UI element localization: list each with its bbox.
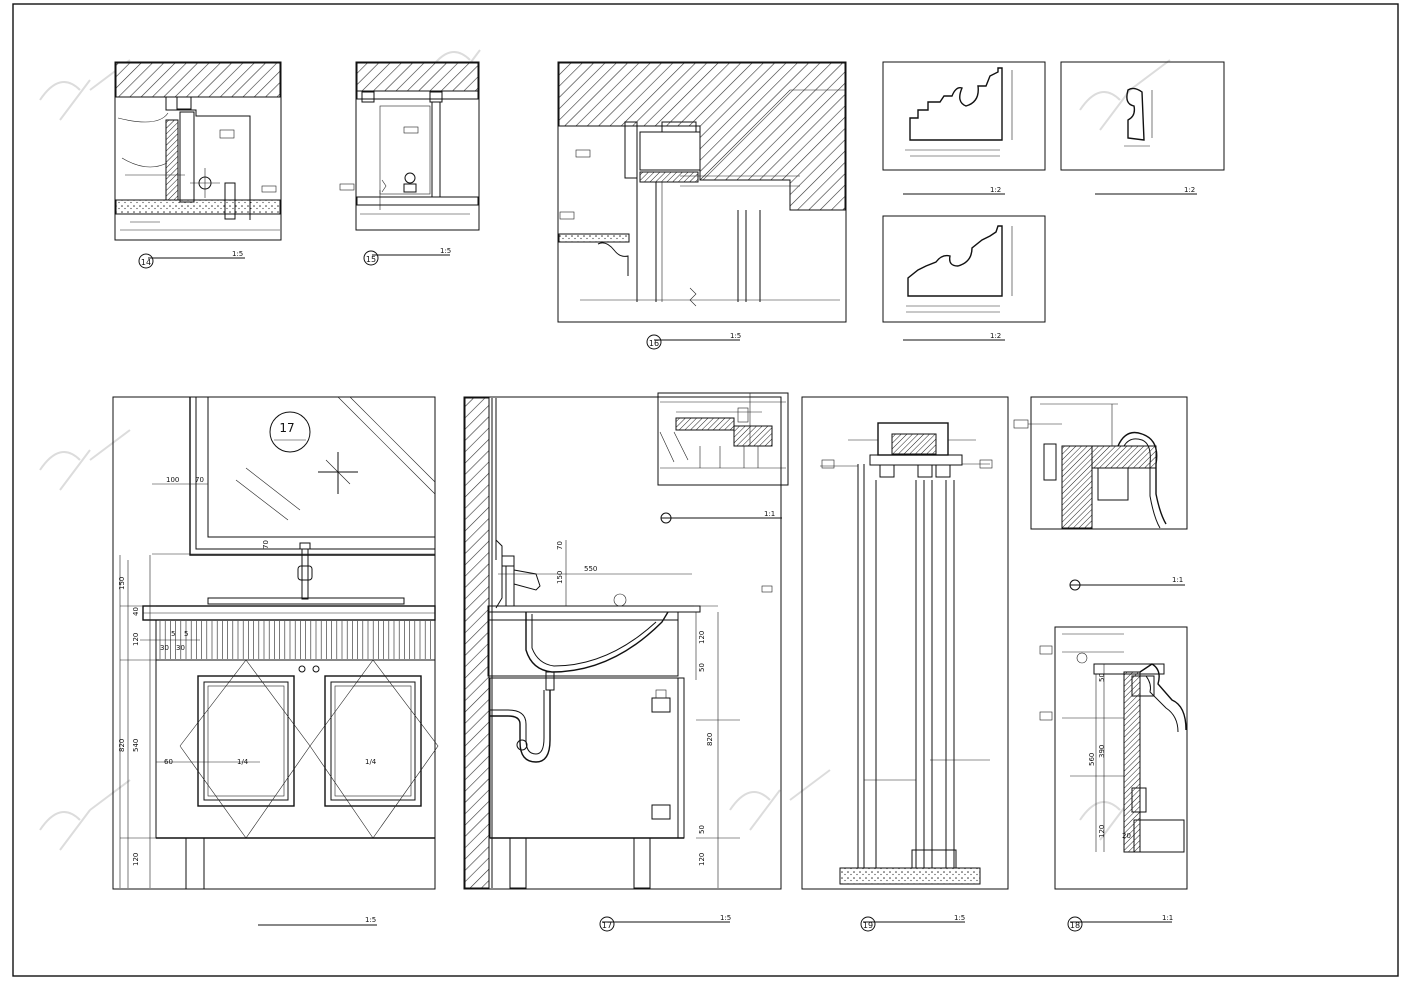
sheet-border <box>12 3 1399 977</box>
dim-30-b: 30 <box>176 644 185 652</box>
detail-16 <box>557 61 847 323</box>
view-number-14: 14 <box>141 258 151 267</box>
view-scale-15: 1:5 <box>440 247 451 255</box>
detail-15 <box>339 61 480 231</box>
vanity-section-17 <box>463 396 782 890</box>
moulding-3-scale: 1:2 <box>1184 186 1195 194</box>
view-bubble-17 <box>269 411 311 453</box>
dim-quarter-a: 1/4 <box>237 758 249 766</box>
dim-550: 550 <box>584 565 597 573</box>
dim-50-s18: 50 <box>1098 673 1106 682</box>
view-number-19: 19 <box>863 921 873 930</box>
dim-20-s18: 20 <box>1122 832 1131 840</box>
dim-60: 60 <box>164 758 173 766</box>
moulding-detail-1 <box>882 61 1046 171</box>
moulding-detail-2 <box>882 215 1046 323</box>
dim-5-b: 5 <box>184 630 188 638</box>
dim-40: 40 <box>132 607 140 616</box>
dim-120-top: 120 <box>132 633 140 646</box>
view-bubble-14 <box>138 253 154 269</box>
dim-100: 100 <box>166 476 179 484</box>
counter-top-edge-detail <box>1013 396 1188 530</box>
sliding-door-detail-19 <box>801 396 1009 890</box>
view-scale-14: 1:5 <box>232 250 243 258</box>
watermark-graphic <box>39 49 1171 851</box>
moulding-detail-3 <box>1060 61 1225 171</box>
section-18-dimensions: 50 390 560 120 20 <box>1088 673 1131 840</box>
view-number-18: 18 <box>1070 921 1080 930</box>
top-detail-scale: 1:1 <box>1172 576 1183 584</box>
counter-edge-detail <box>657 392 789 486</box>
view-number-16: 16 <box>649 339 659 348</box>
dim-50-section-top: 50 <box>698 663 706 672</box>
bubble-17-label: 17 <box>279 421 294 435</box>
view-bubble-15 <box>363 250 379 266</box>
dim-540: 540 <box>132 739 140 752</box>
basin-section-18 <box>1039 626 1188 890</box>
view-bubble-topd <box>1069 579 1081 591</box>
dim-390-s18: 390 <box>1098 745 1106 758</box>
view-bubble-cd <box>660 512 672 524</box>
vanity-elevation: 17 <box>112 396 439 890</box>
moulding-2-scale: 1:2 <box>990 332 1001 340</box>
view-scale-19: 1:5 <box>954 914 965 922</box>
detail-14 <box>114 61 282 241</box>
dim-70-section: 70 <box>556 541 564 550</box>
dim-quarter-b: 1/4 <box>365 758 377 766</box>
section-17-dimensions: 550 70 150 120 50 820 50 120 <box>556 541 714 866</box>
moulding-1-scale: 1:2 <box>990 186 1001 194</box>
dim-30-a: 30 <box>160 644 169 652</box>
dim-70-a: 70 <box>195 476 204 484</box>
dim-120-section-bottom: 120 <box>698 853 706 866</box>
view-bubble-17-label <box>599 916 615 932</box>
view-scale-17: 1:5 <box>720 914 731 922</box>
elevation-dimensions: 100 70 70 150 40 120 5 5 30 30 60 1/4 1/… <box>118 476 377 866</box>
dim-120-bottom: 120 <box>132 853 140 866</box>
dim-120-s18: 120 <box>1098 825 1106 838</box>
dim-5-a: 5 <box>171 630 175 638</box>
view-bubble-16 <box>646 334 662 350</box>
dim-50-section-bottom: 50 <box>698 825 706 834</box>
dim-150: 150 <box>118 577 126 590</box>
dim-820: 820 <box>118 739 126 752</box>
view-number-15: 15 <box>366 255 376 264</box>
view-bubble-19 <box>860 916 876 932</box>
view-bubble-18 <box>1067 916 1083 932</box>
view-scale-18: 1:1 <box>1162 914 1173 922</box>
dim-560-s18: 560 <box>1088 753 1096 766</box>
dim-70-b: 70 <box>262 540 270 549</box>
counter-detail-scale: 1:1 <box>764 510 775 518</box>
view-scale-16: 1:5 <box>730 332 741 340</box>
dim-150-section: 150 <box>556 571 564 584</box>
elevation-scale: 1:5 <box>365 916 376 924</box>
view-number-17: 17 <box>602 921 612 930</box>
dim-820-section: 820 <box>706 733 714 746</box>
dim-120-section-top: 120 <box>698 631 706 644</box>
